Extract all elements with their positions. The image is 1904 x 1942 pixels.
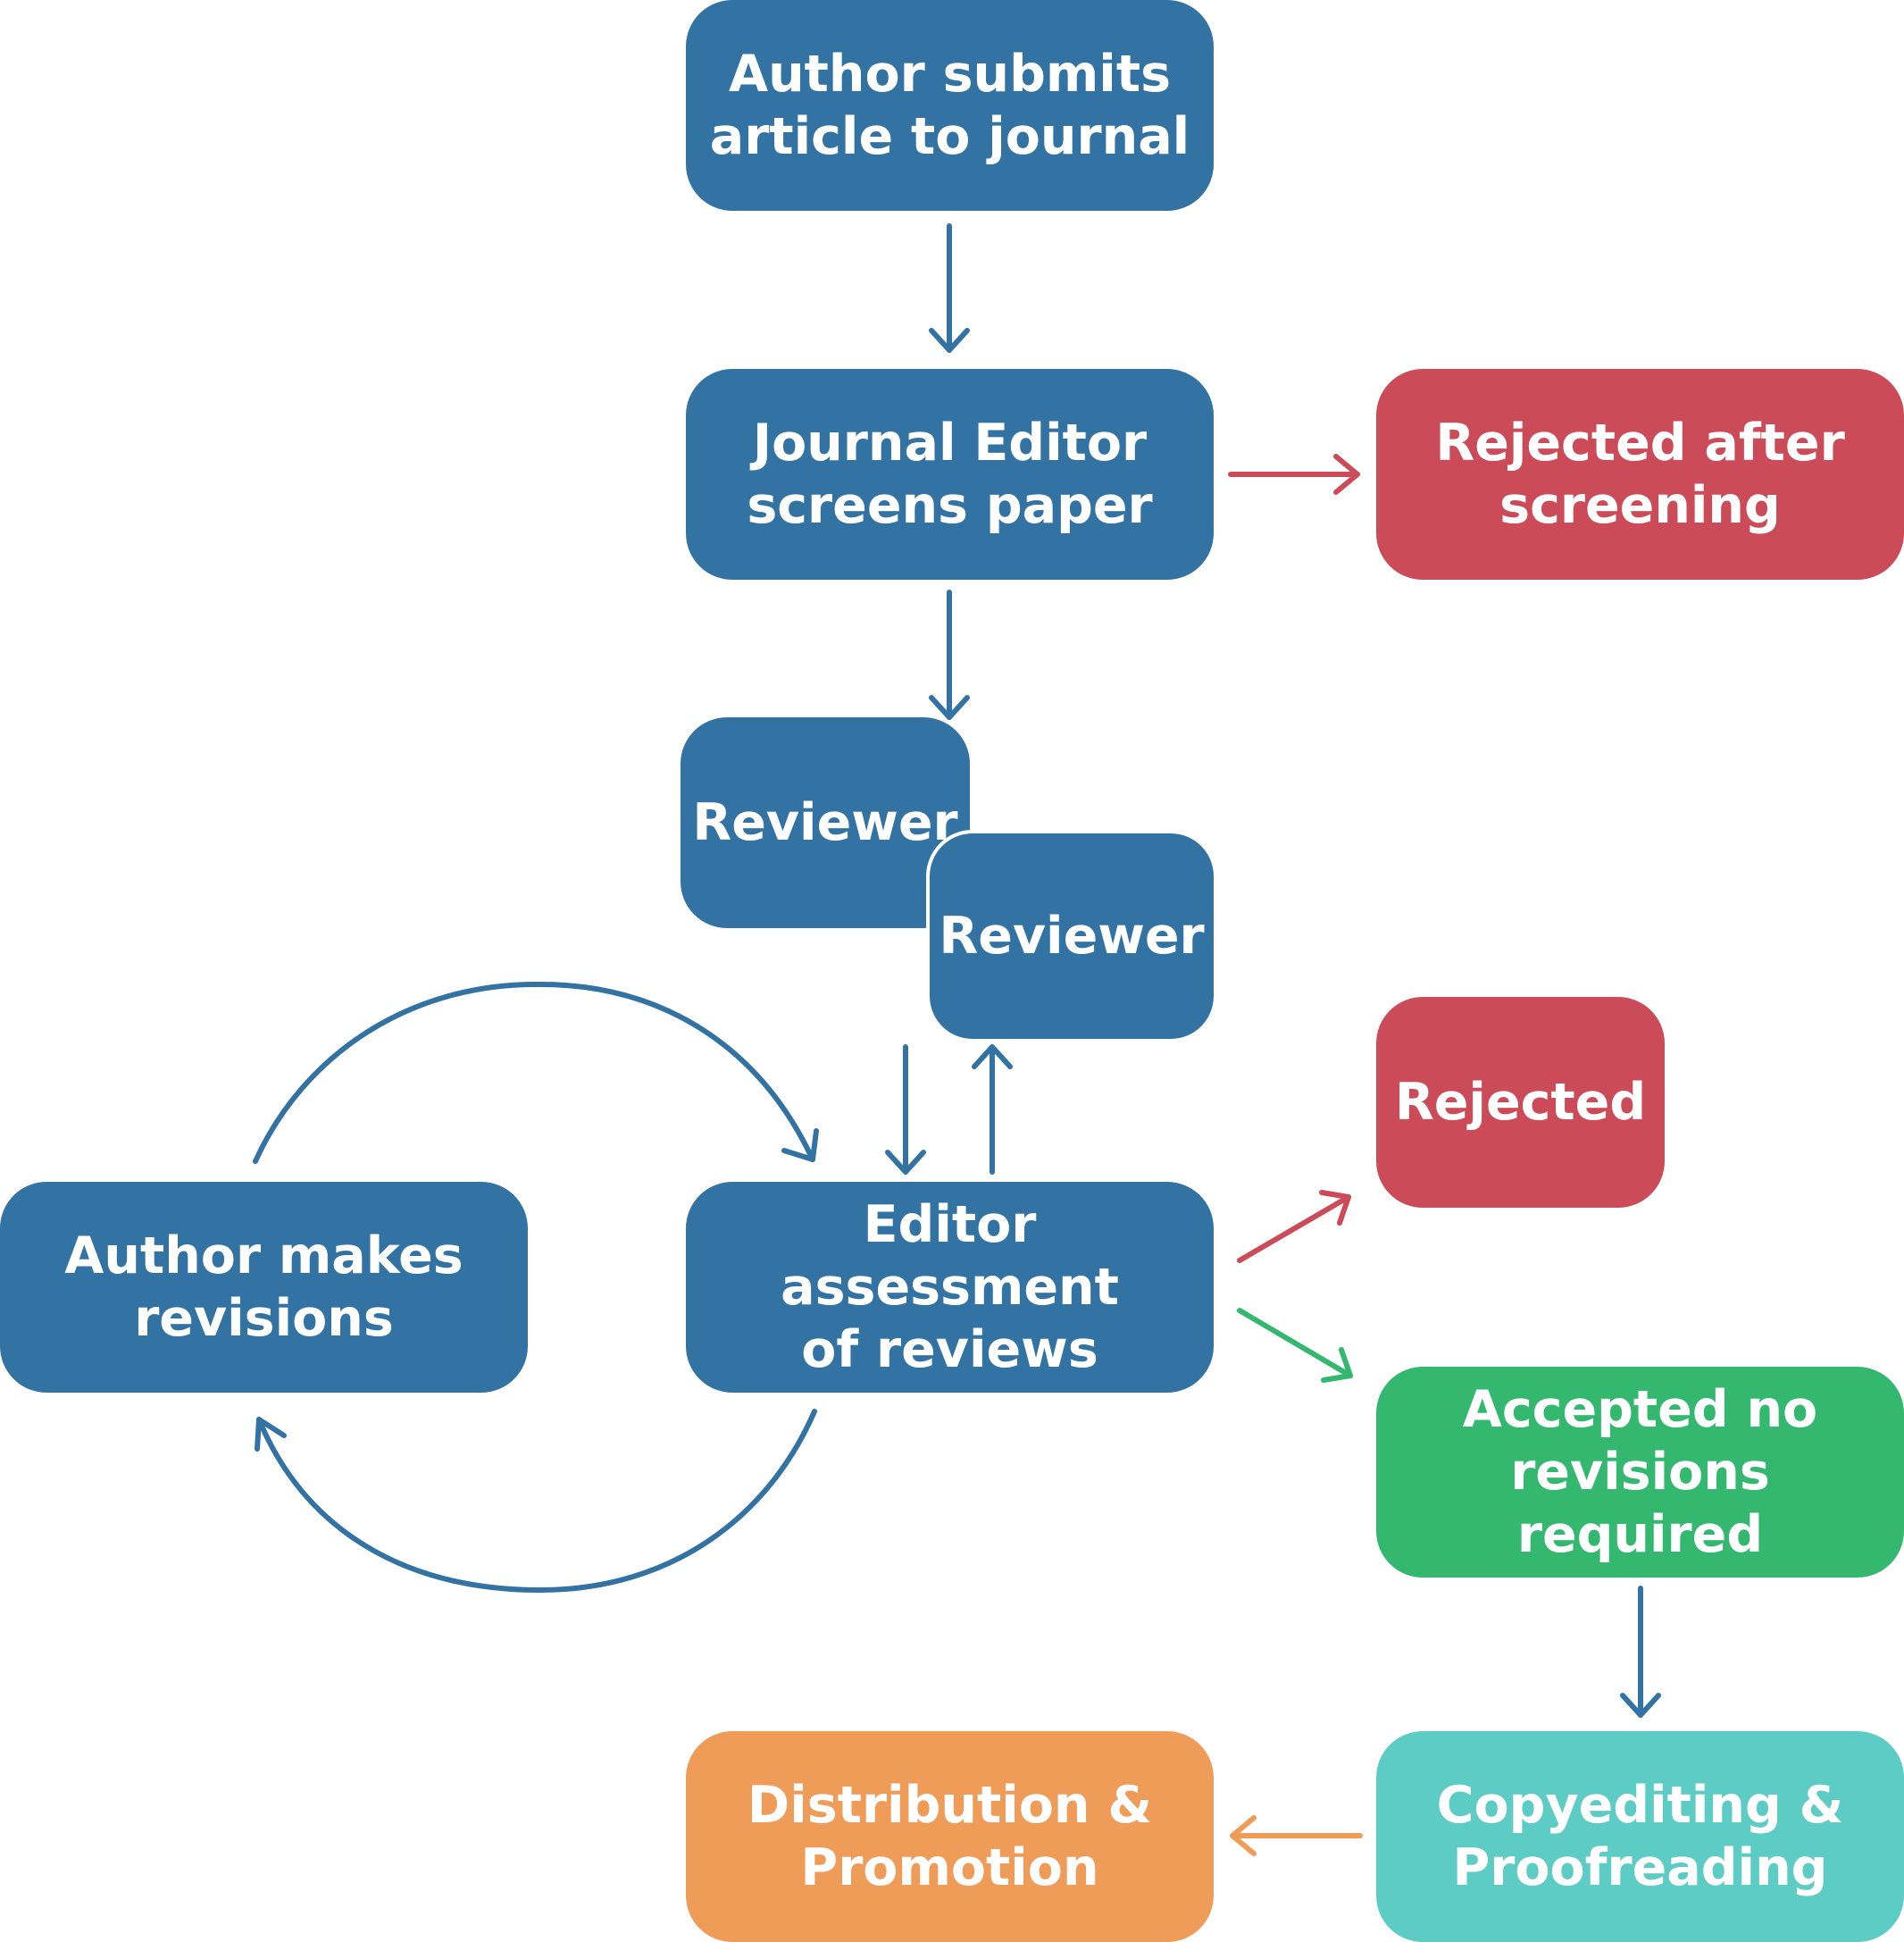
arrow-reviewer-to-assessment [885,1044,926,1175]
node-author-submits-label: Author submits article to journal [709,45,1190,166]
node-rejected-after-screening-label: Rejected after screening [1435,414,1845,535]
arrow-assessment-to-rejected [1237,1190,1351,1263]
node-editor-screens-label: Journal Editor screens paper [747,414,1153,535]
node-copyediting: Copyediting & Proofreading [1376,1731,1904,1942]
node-author-revisions: Author makes revisions [0,1182,528,1393]
node-reviewer-2: Reviewer [926,830,1217,1042]
arrow-accepted-to-copyediting [1620,1586,1661,1718]
node-editor-assessment: Editor assessment of reviews [686,1182,1214,1393]
arrow-copyediting-to-distribution [1230,1815,1363,1856]
arrow-assessment-to-accepted [1237,1308,1353,1383]
arrow-screen-to-rejected [1228,454,1360,495]
node-distribution: Distribution & Promotion [686,1731,1214,1942]
arc-revisions-to-assessment [253,981,819,1164]
node-reviewer-1-label: Reviewer [692,793,958,852]
node-reviewer-2-label: Reviewer [939,907,1205,966]
node-accepted: Accepted no revisions required [1376,1367,1904,1578]
node-rejected-after-screening: Rejected after screening [1376,369,1904,580]
node-rejected: Rejected [1376,997,1665,1208]
node-author-revisions-label: Author makes revisions [64,1226,463,1348]
arrow-screen-to-reviewer [929,590,970,720]
node-reviewer-1: Reviewer [681,717,970,928]
node-editor-assessment-label: Editor assessment of reviews [781,1195,1119,1379]
node-rejected-label: Rejected [1394,1073,1647,1132]
arrow-submit-to-screen [929,223,970,353]
node-copyediting-label: Copyediting & Proofreading [1436,1776,1844,1897]
node-distribution-label: Distribution & Promotion [747,1776,1153,1897]
arc-assessment-to-revisions [255,1409,817,1593]
node-editor-screens: Journal Editor screens paper [686,369,1214,580]
node-accepted-label: Accepted no revisions required [1462,1380,1818,1564]
node-author-submits: Author submits article to journal [686,0,1214,211]
arrow-assessment-to-reviewer [972,1044,1013,1175]
